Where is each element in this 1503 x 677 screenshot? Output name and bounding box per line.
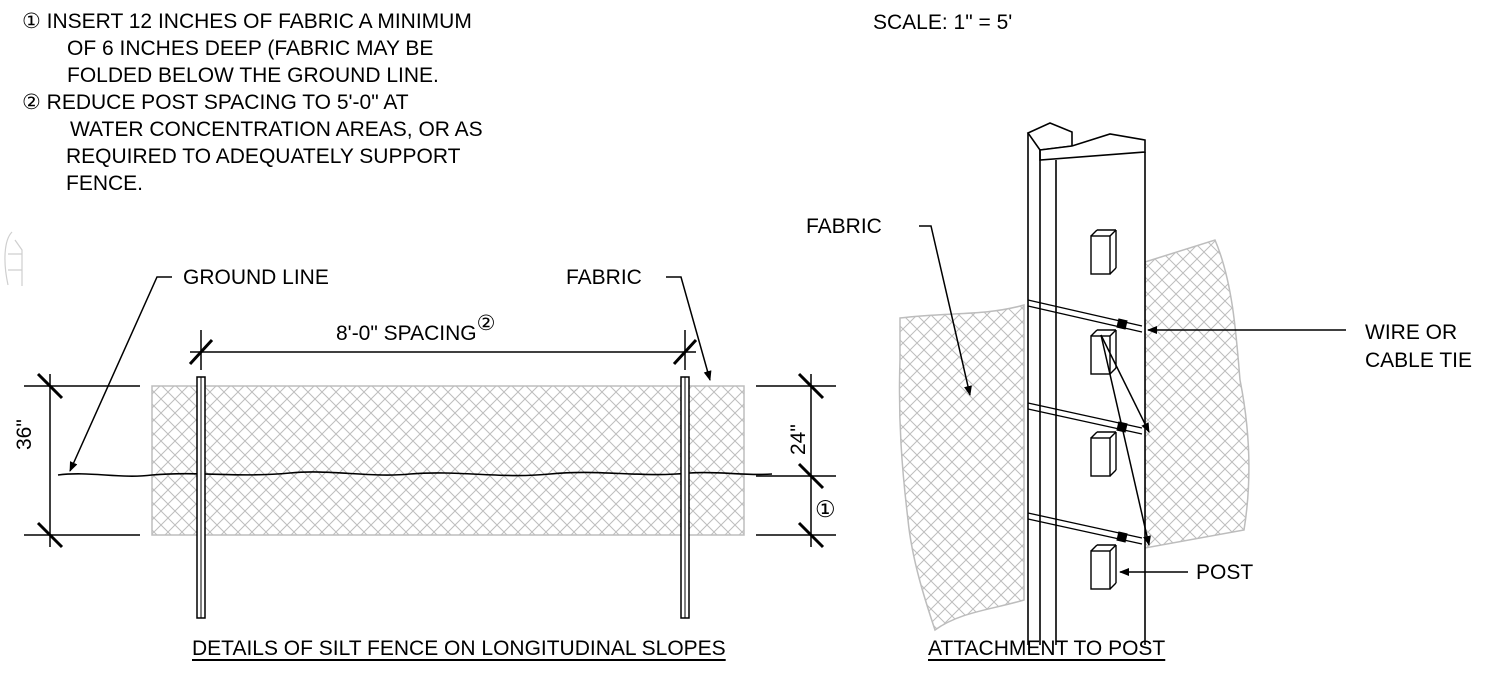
note-2-line-2: WATER CONCENTRATION AREAS, OR AS	[70, 118, 483, 141]
spacing-text: 8'-0" SPACING	[336, 322, 477, 345]
ground-line-leader	[69, 276, 172, 472]
tie-leader	[1100, 334, 1151, 546]
longitudinal-detail	[24, 276, 836, 619]
note-1-line-1: ① INSERT 12 INCHES OF FABRIC A MINIMUM	[22, 8, 483, 35]
edge-fragment	[4, 231, 23, 286]
ground-line-label: GROUND LINE	[183, 266, 329, 289]
spacing-dimension	[188, 330, 698, 370]
note-1-text: INSERT 12 INCHES OF FABRIC A MINIMUM	[46, 10, 472, 33]
above-ground-dimension	[756, 372, 836, 549]
tie-label-line-2: CABLE TIE	[1365, 349, 1472, 372]
general-notes: ① INSERT 12 INCHES OF FABRIC A MINIMUM O…	[22, 8, 483, 197]
wire-ties	[1027, 299, 1143, 545]
above-ground-label: 24"	[787, 424, 810, 455]
fabric-label: FABRIC	[566, 266, 642, 289]
scale-label: SCALE: 1" = 5'	[873, 11, 1013, 34]
note-2-line-3: REQUIRED TO ADEQUATELY SUPPORT	[66, 145, 461, 168]
longitudinal-title: DETAILS OF SILT FENCE ON LONGITUDINAL SL…	[192, 637, 726, 660]
fabric-panel	[1144, 239, 1250, 549]
spacing-label: 8'-0" SPACING②	[336, 312, 495, 346]
note-1-marker: ①	[22, 10, 41, 33]
note-1-line-2: OF 6 INCHES DEEP (FABRIC MAY BE	[67, 37, 434, 60]
height-label: 36"	[13, 419, 36, 450]
note-1-line-3: FOLDED BELOW THE GROUND LINE.	[67, 64, 439, 87]
attachment-title: ATTACHMENT TO POST	[928, 637, 1166, 660]
post-body	[1026, 122, 1146, 645]
tie-label-line-1: WIRE OR	[1365, 321, 1458, 344]
post-slots	[1090, 229, 1117, 590]
post-label: POST	[1196, 561, 1254, 584]
fabric-label-right: FABRIC	[806, 215, 882, 238]
tie-leader	[1100, 334, 1150, 433]
spacing-marker: ②	[476, 312, 496, 335]
fabric-band	[151, 385, 745, 536]
below-ground-marker: ①	[815, 496, 836, 522]
note-2-line-1: ② REDUCE POST SPACING TO 5'-0" AT	[22, 89, 483, 116]
height-dimension	[24, 372, 140, 549]
fabric-panel	[898, 304, 1025, 632]
fabric-leader	[919, 225, 972, 396]
note-2-marker: ②	[22, 91, 41, 114]
attachment-detail	[898, 122, 1346, 645]
fabric-leader	[666, 276, 712, 381]
note-2-line-4: FENCE.	[66, 172, 144, 195]
note-2-text: REDUCE POST SPACING TO 5'-0" AT	[46, 91, 409, 114]
